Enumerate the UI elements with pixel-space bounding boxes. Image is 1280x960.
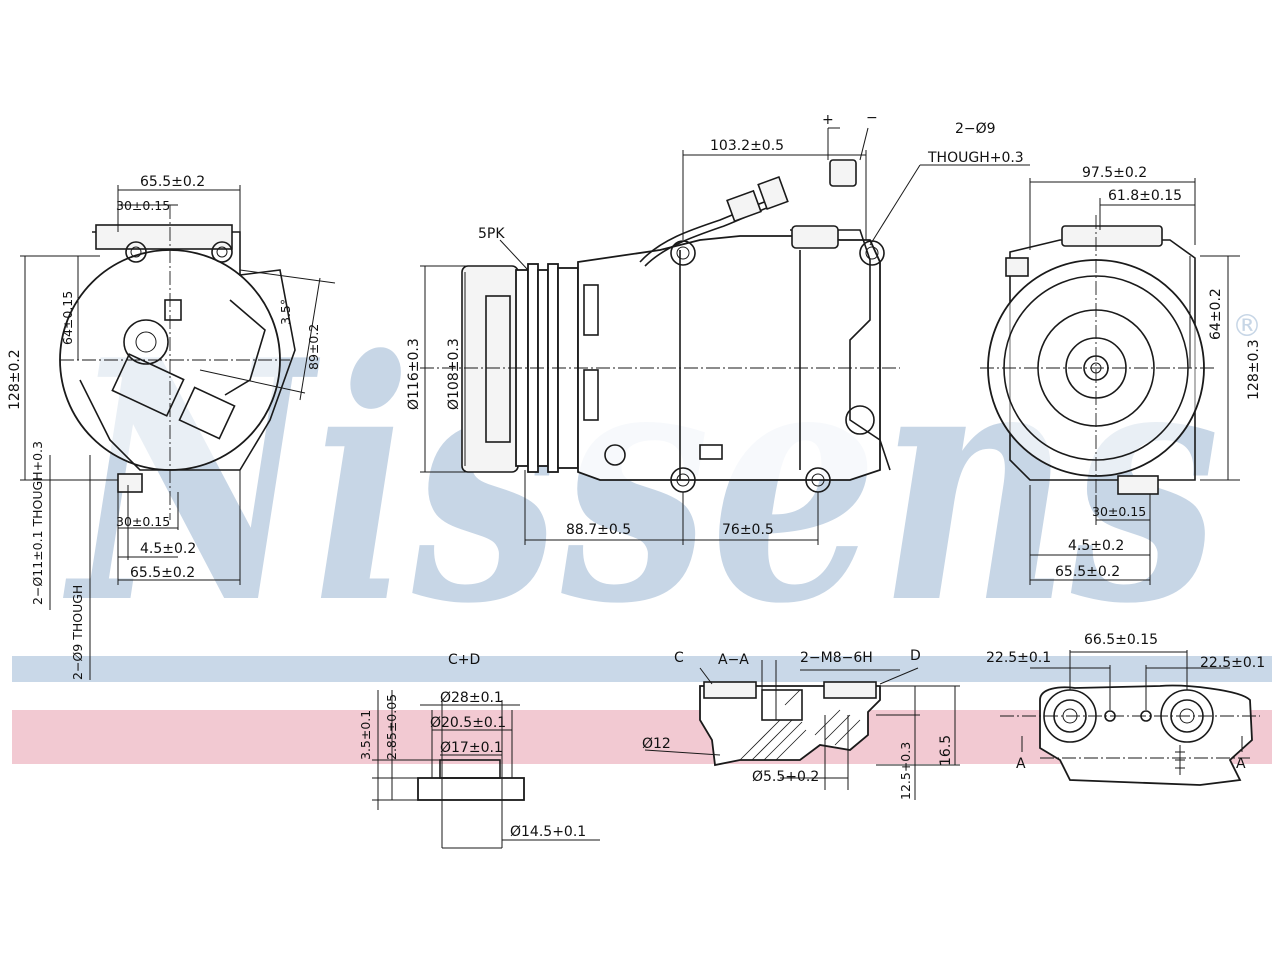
left-height-dim: 128±0.2 <box>7 349 23 410</box>
section-hole: Ø5.5+0.2 <box>752 769 819 785</box>
right-height-half-dim: 64±0.2 <box>1208 288 1224 340</box>
section-mark-d: D <box>910 648 921 664</box>
right-height-dim: 128±0.3 <box>1246 339 1262 400</box>
left-angle-dim: 3.5° <box>278 299 293 325</box>
connector-plus: + <box>822 112 834 128</box>
pulley-inner-diameter-dim: Ø108±0.3 <box>446 338 462 410</box>
detail-c-d: C+D Ø28±0.1 Ø20.5±0.1 Ø17±0.1 Ø14.5+0.1 … <box>358 652 600 849</box>
center-side-view: + − 103.2±0.5 2−Ø9 THOUGH+0.3 5PK Ø116±0… <box>406 110 1030 545</box>
side-hole-through: THOUGH+0.3 <box>927 150 1024 166</box>
right-bottom-small-dim: 4.5±0.2 <box>1068 538 1124 554</box>
pulley-label: 5PK <box>478 226 505 242</box>
manifold-center-dim: 66.5±0.15 <box>1084 632 1158 648</box>
left-bottom-width-dim: 65.5±0.2 <box>130 565 195 581</box>
left-radius-dim: 89±0.2 <box>306 324 321 370</box>
left-bottom-small-dim: 4.5±0.2 <box>140 541 196 557</box>
detail-cd-h1: 3.5±0.1 <box>358 710 373 760</box>
section-mark-c: C <box>674 650 684 666</box>
section-diameter: Ø12 <box>642 736 671 752</box>
detail-cd-title: C+D <box>448 652 480 668</box>
side-right-length-dim: 76±0.5 <box>722 522 774 538</box>
right-top-inner-dim: 61.8±0.15 <box>1108 188 1182 204</box>
left-bottom-offset-dim: 30±0.15 <box>116 514 170 529</box>
side-hole-count: 2−Ø9 <box>955 121 996 137</box>
detail-cd-d3: Ø17±0.1 <box>440 740 503 756</box>
left-height-half-dim: 64±0.15 <box>60 291 75 345</box>
section-thread: 2−M8−6H <box>800 650 873 666</box>
section-a-a: C A−A 2−M8−6H D Ø12 Ø5.5+0.2 12.5+0.3 16… <box>642 648 960 800</box>
section-height: 16.5 <box>938 735 954 766</box>
manifold-view: 22.5±0.1 66.5±0.15 22.5±0.1 A A <box>986 632 1265 786</box>
watermark-registered-mark: ® <box>1232 309 1262 344</box>
section-title: A−A <box>718 652 749 668</box>
manifold-left-dim: 22.5±0.1 <box>986 650 1051 666</box>
pulley-outer-diameter-dim: Ø116±0.3 <box>406 338 422 410</box>
watermark-band-blue <box>12 656 1272 682</box>
connector-minus: − <box>866 110 878 126</box>
right-top-width-dim: 97.5±0.2 <box>1082 165 1147 181</box>
right-rear-view: 97.5±0.2 61.8±0.15 64±0.2 128±0.3 30±0.1… <box>980 165 1262 585</box>
right-bottom-offset-dim: 30±0.15 <box>1092 504 1146 519</box>
detail-cd-d1: Ø28±0.1 <box>440 690 503 706</box>
detail-cd-d4: Ø14.5+0.1 <box>510 824 586 840</box>
manifold-arrow-right: A <box>1236 756 1246 772</box>
left-top-offset-dim: 30±0.15 <box>116 198 170 213</box>
manifold-arrow-left: A <box>1016 756 1026 772</box>
section-depth: 12.5+0.3 <box>898 742 913 800</box>
left-front-view: 65.5±0.2 30±0.15 128±0.2 64±0.15 89±0.2 … <box>7 174 336 680</box>
left-top-width-dim: 65.5±0.2 <box>140 174 205 190</box>
side-top-length-dim: 103.2±0.5 <box>710 138 784 154</box>
left-hole-note-2: 2−Ø9 THOUGH <box>70 585 85 680</box>
left-hole-note-1: 2−Ø11±0.1 THOUGH+0.3 <box>30 441 45 605</box>
side-left-length-dim: 88.7±0.5 <box>566 522 631 538</box>
detail-cd-d2: Ø20.5±0.1 <box>430 715 506 731</box>
manifold-right-dim: 22.5±0.1 <box>1200 655 1265 671</box>
detail-cd-h2: 2.85±0.05 <box>384 694 399 760</box>
right-bottom-width-dim: 65.5±0.2 <box>1055 564 1120 580</box>
